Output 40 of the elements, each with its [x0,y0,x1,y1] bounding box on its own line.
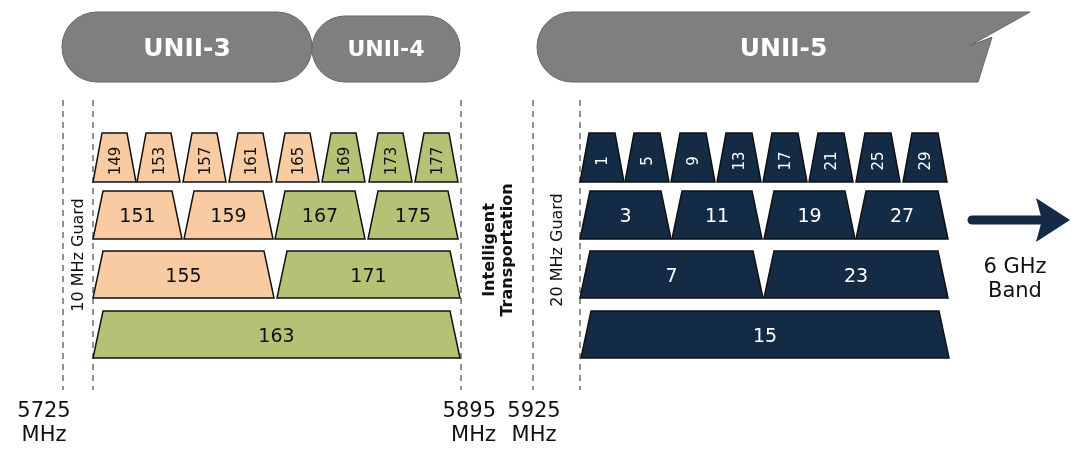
channel-number: 21 [823,150,839,171]
channel-number: 23 [843,265,869,284]
channel-number: 163 [258,325,295,344]
channel-number: 167 [301,205,339,225]
guard-label: 10 MHz Guard [68,198,88,312]
guard-label: 20 MHz Guard [547,193,567,307]
channel-number: 151 [119,205,156,225]
channel-number: 149 [107,146,122,175]
channel-number: 161 [243,146,258,175]
band-label: 6 GHz Band [982,254,1048,303]
channel-number: 1 [594,155,610,166]
channel-number: 175 [394,205,432,225]
channel-number: 9 [685,155,701,166]
frequency-label: 5725 MHz [16,398,72,447]
channel-number: 173 [383,146,398,175]
band-label: UNII-5 [739,34,828,60]
band-label: UNII-3 [143,34,231,60]
channel-number: 171 [350,265,387,284]
channel-number: 3 [619,205,632,225]
channel-number: 13 [731,150,747,171]
channel-number: 169 [336,146,351,175]
channel-number: 29 [917,150,933,171]
channel-number: 27 [889,205,915,225]
channel-number: 7 [665,265,678,284]
channel-number: 153 [151,146,166,175]
channel-number: 155 [165,265,202,284]
channel-number: 11 [704,205,730,225]
band-label: UNII-4 [347,38,425,60]
channel-number: 159 [210,205,247,225]
band-note: Intelligent Transportation [479,182,517,319]
channel-number: 19 [797,205,822,225]
channel-number: 25 [870,150,886,171]
channel-number: 17 [777,150,793,171]
channel-number: 177 [429,146,444,175]
frequency-label: 5895 MHz [441,398,496,447]
channel-number: 165 [290,146,305,175]
channel-number: 5 [639,155,655,166]
channel-number: 15 [752,325,778,344]
frequency-label: 5925 MHz [506,398,562,447]
channel-number: 157 [197,146,212,175]
